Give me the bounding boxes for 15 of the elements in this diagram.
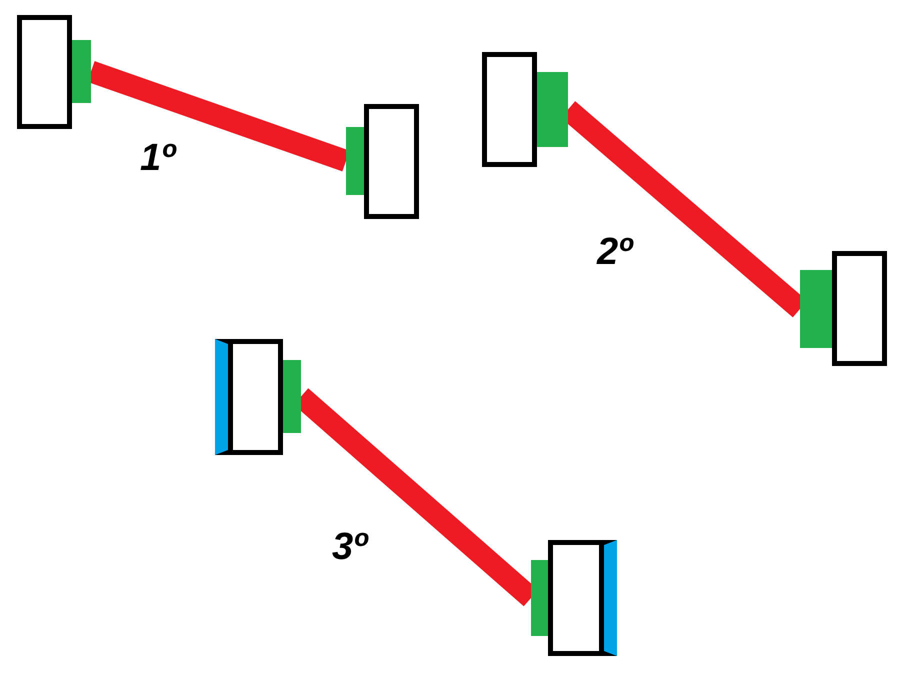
end-plate bbox=[482, 52, 537, 167]
mounting-pad bbox=[800, 270, 832, 348]
mounting-pad bbox=[531, 560, 548, 636]
step-number: 3º bbox=[332, 527, 368, 567]
end-plate bbox=[17, 15, 72, 129]
end-plate bbox=[548, 540, 617, 656]
end-plate bbox=[215, 339, 283, 455]
end-plate bbox=[364, 104, 419, 219]
mounting-pad bbox=[283, 360, 301, 433]
step-number: 1º bbox=[140, 138, 176, 178]
mounting-pad bbox=[72, 40, 91, 103]
mounting-pad bbox=[537, 72, 568, 147]
step-number: 2º bbox=[597, 232, 632, 272]
mounting-pad bbox=[346, 127, 365, 195]
end-plate bbox=[832, 251, 887, 366]
